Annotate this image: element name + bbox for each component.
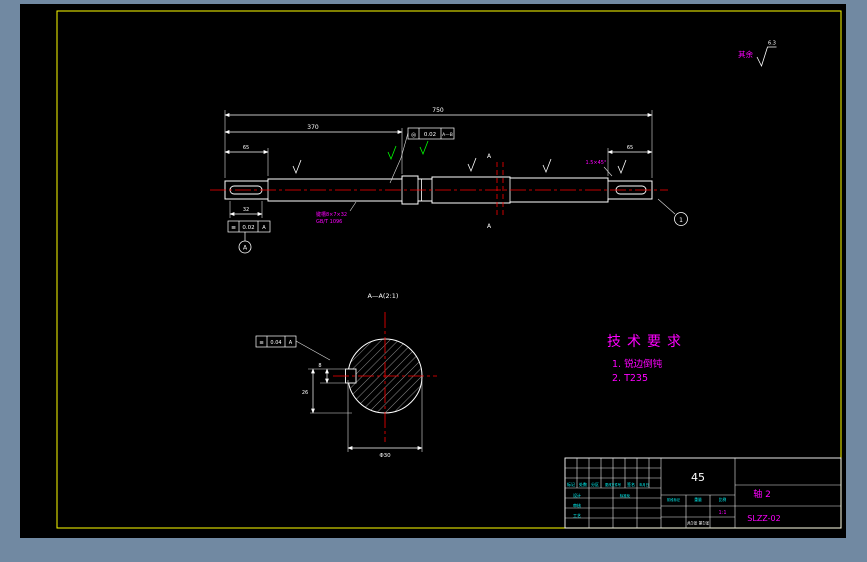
chamfer-leader: [603, 166, 613, 177]
dim-span-label: 370: [307, 124, 319, 131]
section-cut-line: [496, 162, 504, 218]
surface-note-label: 其余: [738, 49, 753, 59]
cut-label-top: A: [487, 153, 492, 160]
cell-stage-label: 阶段标记: [667, 497, 681, 502]
tol-top-dividers: [418, 128, 442, 139]
title-block-grid: [565, 458, 841, 528]
surface-roughness-icon: [756, 46, 777, 68]
sheet-info-label: 共1张 第1张: [687, 520, 709, 526]
cell-weight-label: 重量: [694, 497, 702, 502]
dim-overall-label: 750: [432, 107, 444, 114]
cut-label-bottom: A: [487, 223, 492, 230]
tech-requirements: 技术要求 1. 锐边倒钝 2. T235: [607, 334, 687, 384]
datum-circle: [238, 240, 252, 254]
extension-lines: [224, 110, 653, 218]
section-label: A—A(2:1): [368, 292, 399, 300]
dim-key-len-label: 32: [243, 207, 249, 213]
tol-bot-dividers: [238, 221, 259, 232]
col-sign-label: 签名: [627, 481, 635, 487]
chamfer-note: 1.5×45°: [585, 160, 607, 166]
key-note-line2: GB/T 1096: [316, 219, 342, 225]
balloon-circle: [674, 212, 688, 226]
section-tol-dividers: [266, 336, 286, 347]
front-view: [210, 140, 668, 218]
title-block-border: [564, 457, 842, 529]
tol-bot-symbol: ≡: [231, 224, 236, 231]
col-zone-label: 分区: [591, 481, 599, 487]
tech-req-item2: 2. T235: [612, 373, 648, 384]
tol-top-frame: [407, 127, 455, 140]
tol-top-leader: [389, 132, 409, 184]
surface-roughness-note: 其余 6.3: [738, 41, 777, 68]
dim-right-end-label: 65: [627, 145, 633, 151]
roughness-icon: [292, 157, 627, 175]
tol-top-datum: A—B: [442, 132, 453, 138]
balloon-number: 1: [679, 217, 683, 224]
front-view-dimensions: 750 370 65 65 32 1.5×45° A A ◎ 0.02 A—B …: [224, 107, 688, 254]
section-tol-frame: [255, 335, 297, 348]
section-centerlines: [333, 312, 437, 442]
part-name-label: 轴 2: [753, 488, 771, 500]
col-mark-label: 标记: [567, 481, 575, 487]
col-doc-label: 更改文件号: [605, 482, 621, 487]
key-note-line1: 键槽8×7×32: [316, 211, 347, 218]
drawing-code-label: SLZZ-02: [747, 514, 780, 523]
cell-scale-label: 比例: [719, 497, 727, 502]
tol-bot-frame: [227, 220, 271, 233]
section-key-depth-label: 26: [302, 390, 308, 396]
balloon-leader: [657, 198, 676, 215]
scale-value-label: 1:1: [718, 510, 726, 516]
section-tol-datum: A: [289, 340, 293, 346]
model-space[interactable]: [20, 4, 846, 538]
tol-top-symbol: ◎: [411, 131, 416, 138]
tol-bot-datum: A: [262, 225, 266, 231]
key-note-leader: [349, 201, 357, 212]
roughness-green-icon: [387, 140, 429, 161]
tol-bot-value: 0.02: [242, 225, 254, 231]
datum-label: A: [243, 245, 248, 252]
title-block: 45 轴 2 SLZZ-02 1:1 标记 处数 分区 更改文件号 签名 年月日…: [564, 457, 842, 529]
section-tol-value: 0.04: [270, 340, 281, 346]
material-label: 45: [691, 471, 705, 484]
section-view: A—A(2:1) Φ30 8 26 ≡ 0.04 A: [255, 292, 437, 459]
row-std-label: 标准化: [620, 493, 631, 498]
drawing-frame: [56, 10, 842, 529]
dim-left-end-label: 65: [243, 145, 249, 151]
surface-note-value: 6.3: [768, 41, 776, 47]
section-tol-leader: [295, 340, 331, 361]
tol-top-value: 0.02: [424, 132, 436, 138]
row-design-label: 设计: [573, 492, 581, 498]
col-count-label: 处数: [579, 481, 587, 487]
row-check-label: 审核: [573, 502, 581, 508]
section-key-width-label: 8: [318, 363, 321, 369]
tech-req-item1: 1. 锐边倒钝: [612, 358, 663, 370]
col-date-label: 年月日: [639, 482, 649, 487]
row-process-label: 工艺: [573, 513, 581, 518]
tech-req-title: 技术要求: [607, 334, 687, 350]
section-tol-symbol: ≡: [259, 340, 264, 346]
section-dia-label: Φ30: [379, 453, 391, 459]
